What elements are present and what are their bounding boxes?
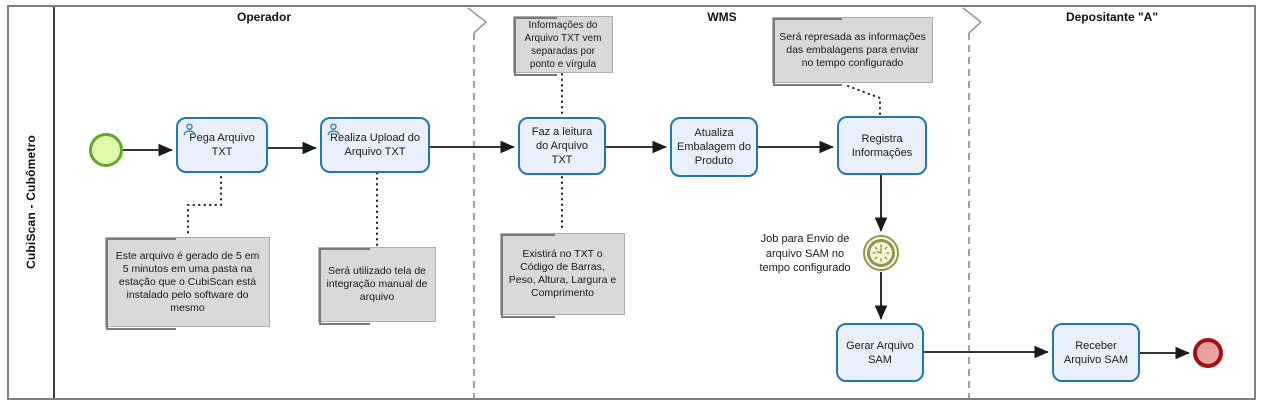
- timer-event-label: Job para Envio de arquivo SAM no tempo c…: [759, 233, 851, 274]
- clock-icon: [872, 244, 890, 262]
- annotation-text: Informações do Arquivo TXT vem separadas…: [524, 19, 602, 70]
- task-registra-informacoes[interactable]: Registra Informações: [837, 116, 927, 175]
- lane-separator-zigzag-2: [962, 7, 983, 34]
- task-label: Realiza Upload do Arquivo TXT: [330, 132, 420, 158]
- task-label: Pega Arquivo TXT: [189, 132, 255, 158]
- annotation-text: Este arquivo é gerado de 5 em 5 minutos …: [115, 249, 260, 314]
- pool: CubiScan - Cubômetro: [7, 5, 1256, 400]
- timer-event[interactable]: [863, 235, 899, 271]
- association-pega-nota: [187, 176, 222, 236]
- task-label: Gerar Arquivo SAM: [846, 339, 914, 366]
- start-event[interactable]: [89, 133, 123, 167]
- task-receber-arquivo-sam[interactable]: Receber Arquivo SAM: [1052, 323, 1140, 382]
- task-pega-arquivo-txt[interactable]: Pega Arquivo TXT: [176, 117, 268, 173]
- task-atualiza-embalagem[interactable]: Atualiza Embalagem do Produto: [670, 117, 758, 177]
- timer-inner-ring: [867, 239, 895, 267]
- user-icon: [327, 123, 340, 136]
- lane-label-operador: Operador: [236, 10, 291, 24]
- lane-label-wms: WMS: [707, 10, 737, 24]
- annotation-text: Existirá no TXT o Código de Barras, Peso…: [508, 248, 617, 299]
- pool-title-band: CubiScan - Cubômetro: [9, 7, 55, 398]
- task-label: Registra Informações: [851, 132, 913, 159]
- lane-label-depositante: Depositante "A": [1065, 10, 1159, 24]
- annotation-arquivo-gerado[interactable]: Este arquivo é gerado de 5 em 5 minutos …: [105, 237, 270, 330]
- lane-separator-zigzag-1: [467, 7, 488, 34]
- user-icon: [183, 123, 196, 136]
- task-label: Atualiza Embalagem do Produto: [677, 127, 751, 167]
- annotation-tela-integracao[interactable]: Será utilizado tela de integração manual…: [318, 247, 436, 325]
- task-realiza-upload[interactable]: Realiza Upload do Arquivo TXT: [320, 117, 430, 173]
- task-gerar-arquivo-sam[interactable]: Gerar Arquivo SAM: [836, 323, 924, 382]
- task-label: Faz a leitura do Arquivo TXT: [531, 126, 593, 166]
- task-faz-leitura-txt[interactable]: Faz a leitura do Arquivo TXT: [518, 117, 606, 175]
- end-event[interactable]: [1193, 338, 1223, 368]
- task-label: Receber Arquivo SAM: [1063, 339, 1129, 366]
- annotation-represada[interactable]: Será represada as informações das embala…: [772, 17, 933, 86]
- annotation-text: Será represada as informações das embala…: [779, 30, 926, 69]
- annotation-text: Será utilizado tela de integração manual…: [326, 265, 428, 303]
- annotation-conteudo-txt[interactable]: Existirá no TXT o Código de Barras, Peso…: [500, 233, 625, 318]
- annotation-ponto-virgula[interactable]: Informações do Arquivo TXT vem separadas…: [513, 16, 613, 76]
- association-nota-registra: [847, 85, 881, 115]
